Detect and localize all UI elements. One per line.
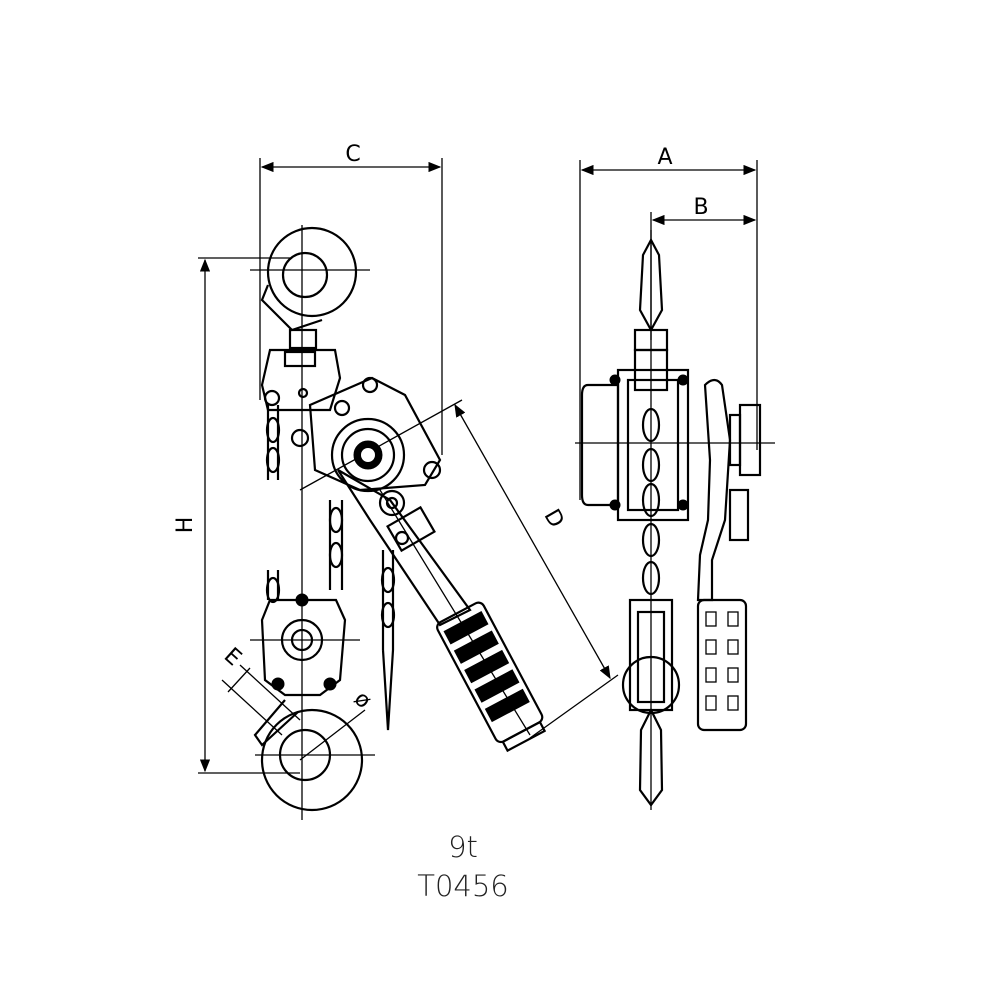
model-number: T0456 [417,869,509,903]
dimension-b-label: B [693,195,708,220]
dimension-c: C [259,142,443,455]
dimension-phi-label: ø [349,686,376,714]
dimension-c-label: C [345,142,360,167]
hoist-side-view [575,230,775,810]
dimension-e: E ø [219,643,376,761]
dimension-h-label: H [173,517,198,534]
dimension-d: D [299,399,619,739]
dimension-b: B [650,195,757,340]
dimension-a-label: A [657,145,672,170]
dimension-h: H [173,257,300,774]
capacity-label: 9t [448,830,478,864]
hoist-front-view [250,225,547,820]
dimension-d-label: D [539,505,569,532]
